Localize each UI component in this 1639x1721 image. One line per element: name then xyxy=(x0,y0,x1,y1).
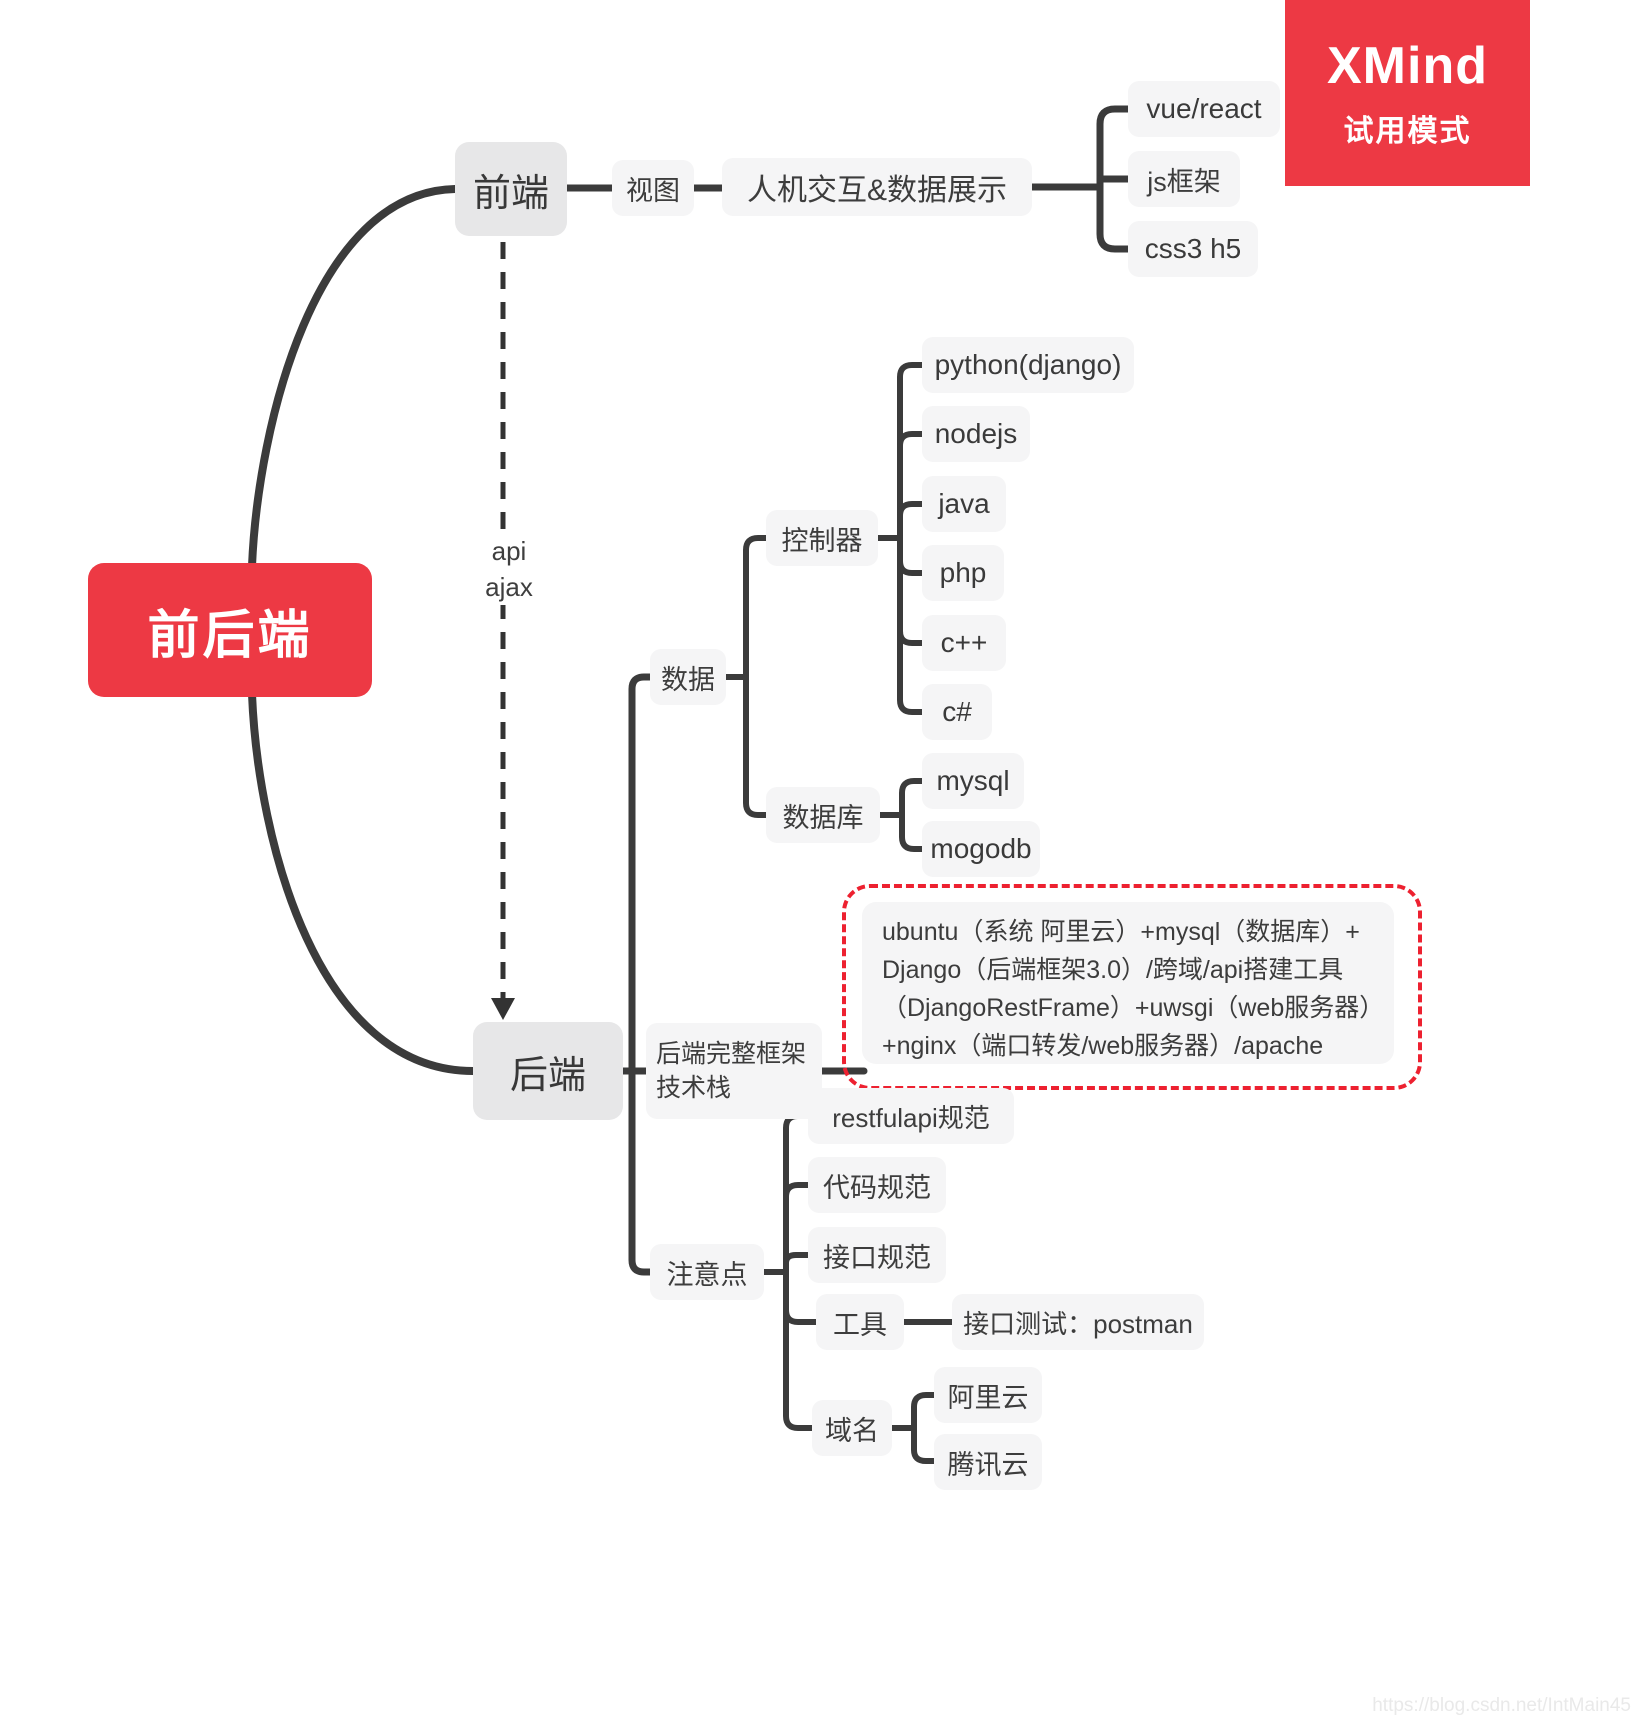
trial-mode-label: 试用模式 xyxy=(1343,115,1472,148)
framework-highlight-dashed-border xyxy=(842,884,1422,1090)
connector-to-csharp xyxy=(897,535,925,715)
topic-interface-test-postman[interactable]: 接口测试：postman xyxy=(952,1294,1204,1350)
csdn-watermark: https://blog.csdn.net/IntMain45 xyxy=(1372,1695,1631,1716)
topic-database[interactable]: 数据库 xyxy=(766,787,880,843)
connector-trunk-notes xyxy=(628,1067,654,1276)
topic-tool[interactable]: 工具 xyxy=(816,1294,904,1350)
topic-tencent-cloud[interactable]: 腾讯云 xyxy=(934,1434,1042,1490)
topic-notes[interactable]: 注意点 xyxy=(650,1244,764,1300)
api-ajax-dashed-link xyxy=(491,242,515,1020)
connector-to-domain xyxy=(783,1269,815,1431)
root-topic-frontend-backend[interactable]: 前后端 xyxy=(88,563,372,697)
topic-backend-framework-stack[interactable]: 后端完整框架技术栈 xyxy=(646,1023,822,1119)
connector-root-backend xyxy=(248,690,477,1075)
xmind-trial-badge: XMind 试用模式 xyxy=(1285,0,1530,186)
data-connectors xyxy=(723,362,925,852)
root-branch-connectors xyxy=(248,185,477,1075)
topic-css3-h5[interactable]: css3 h5 xyxy=(1128,221,1258,277)
connector-to-tencent xyxy=(911,1425,937,1464)
topic-view[interactable]: 视图 xyxy=(612,160,694,216)
topic-python-django[interactable]: python(django) xyxy=(922,337,1134,393)
connector-to-nodejs xyxy=(897,431,925,541)
topic-vue-react[interactable]: vue/react xyxy=(1128,81,1280,137)
connector-to-php xyxy=(897,535,925,576)
topic-java[interactable]: java xyxy=(922,476,1006,532)
connector-to-python xyxy=(897,362,925,541)
connector-to-controller xyxy=(743,535,769,680)
topic-js-framework[interactable]: js框架 xyxy=(1128,151,1240,207)
topic-csharp[interactable]: c# xyxy=(922,684,992,740)
connector-to-code-spec xyxy=(783,1182,811,1275)
link-label-api: api xyxy=(463,534,555,569)
connector-to-database xyxy=(743,674,769,818)
connector-to-vue-react xyxy=(1096,105,1132,191)
xmind-logo-text: XMind xyxy=(1327,37,1488,95)
topic-domain[interactable]: 域名 xyxy=(812,1400,892,1456)
topic-framework-note[interactable]: ubuntu（系统 阿里云）+mysql（数据库）+Django（后端框架3.0… xyxy=(862,902,1394,1064)
topic-restfulapi-spec[interactable]: restfulapi规范 xyxy=(808,1088,1014,1144)
frontend-connectors xyxy=(563,105,1132,253)
topic-nodejs[interactable]: nodejs xyxy=(922,406,1030,462)
topic-controller[interactable]: 控制器 xyxy=(766,510,878,566)
connector-to-interface-spec xyxy=(783,1252,811,1275)
topic-data[interactable]: 数据 xyxy=(650,649,726,705)
connector-to-css3-h5 xyxy=(1096,183,1132,253)
dashed-link-arrowhead-icon xyxy=(491,998,515,1020)
topic-aliyun[interactable]: 阿里云 xyxy=(934,1367,1042,1423)
connector-to-mogodb xyxy=(899,812,925,852)
notes-connectors xyxy=(761,1113,955,1464)
connector-to-mysql xyxy=(899,778,925,818)
topic-code-spec[interactable]: 代码规范 xyxy=(808,1157,946,1213)
topic-hci-data-display[interactable]: 人机交互&数据展示 xyxy=(722,158,1032,216)
connector-root-frontend xyxy=(248,185,459,570)
topic-mysql[interactable]: mysql xyxy=(922,753,1024,809)
topic-frontend[interactable]: 前端 xyxy=(455,142,567,236)
link-label-ajax: ajax xyxy=(463,570,555,605)
topic-interface-spec[interactable]: 接口规范 xyxy=(808,1227,946,1283)
connector-to-cpp xyxy=(897,535,925,646)
topic-backend[interactable]: 后端 xyxy=(473,1022,623,1120)
topic-mogodb[interactable]: mogodb xyxy=(922,821,1040,877)
connector-to-java xyxy=(897,501,925,541)
topic-cpp[interactable]: c++ xyxy=(922,615,1006,671)
connector-trunk-data xyxy=(628,673,654,1075)
connector-to-aliyun xyxy=(911,1392,937,1431)
topic-php[interactable]: php xyxy=(922,545,1004,601)
